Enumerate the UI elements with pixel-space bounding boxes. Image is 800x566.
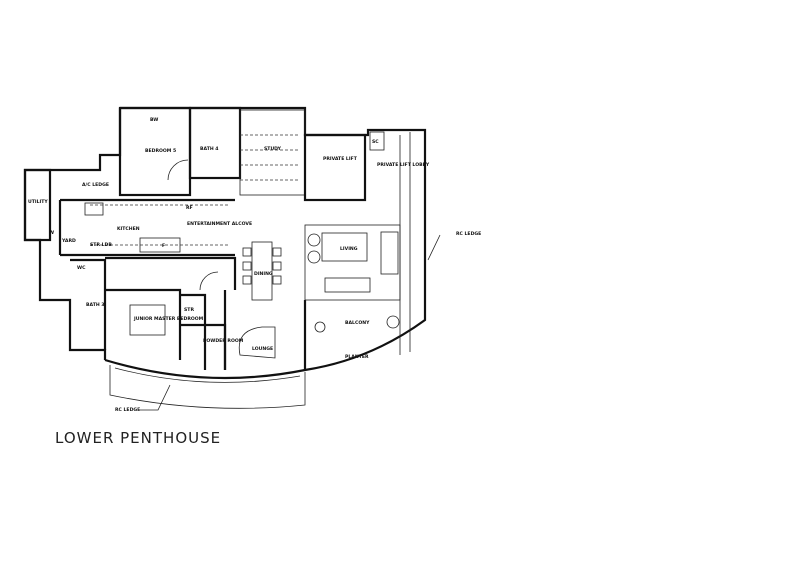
label-bedroom5: BEDROOM 5 <box>145 148 176 154</box>
label-f: F <box>162 243 165 249</box>
label-lounge: LOUNGE <box>252 346 273 352</box>
label-wc: WC <box>77 265 86 271</box>
label-balcony: BALCONY <box>345 320 370 326</box>
room-labels: BEDROOM 5 BATH 4 STUDY PRIVATE LIFT PRIV… <box>28 117 481 413</box>
label-study: STUDY <box>264 146 282 152</box>
label-bath4: BATH 4 <box>200 146 218 152</box>
label-rc-ledge-bottom: RC LEDGE <box>115 407 140 413</box>
label-ac-ledge: A/C LEDGE <box>82 182 109 188</box>
label-rc-ledge-right: RC LEDGE <box>456 231 481 237</box>
label-str: STR <box>184 307 194 313</box>
label-planter: PLANTER <box>345 354 369 360</box>
label-junior-master-bedroom: JUNIOR MASTER BEDROOM <box>133 316 204 322</box>
label-dining: DINING <box>254 271 273 277</box>
label-str-ldb: STR LDB <box>90 242 112 248</box>
label-bath3: BATH 3 <box>86 302 104 308</box>
label-rf: RF <box>186 205 193 211</box>
label-sc: SC <box>372 139 379 145</box>
label-yard: YARD <box>61 238 76 244</box>
label-w: W <box>49 230 54 236</box>
label-bw: BW <box>150 117 158 123</box>
label-private-lift: PRIVATE LIFT <box>323 156 358 162</box>
label-utility: UTILITY <box>28 199 48 205</box>
label-kitchen: KITCHEN <box>117 226 140 232</box>
walls <box>23 106 441 411</box>
label-entertainment-alcove: ENTERTAINMENT ALCOVE <box>187 221 252 227</box>
label-living: LIVING <box>340 246 358 252</box>
plan-title: LOWER PENTHOUSE <box>55 429 221 447</box>
label-powder-room: POWDER ROOM <box>203 338 244 344</box>
label-private-lift-lobby: PRIVATE LIFT LOBBY <box>377 162 430 168</box>
